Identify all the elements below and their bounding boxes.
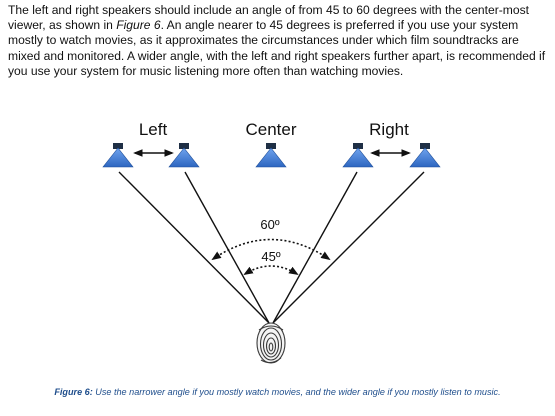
figure-reference: Figure 6 (116, 18, 161, 33)
angle-label-60: 60º (260, 217, 279, 232)
speaker-angle-diagram: Left Center Right 60º 45º (102, 120, 441, 364)
speaker-icon-right-outer (409, 143, 441, 168)
left-label: Left (139, 120, 168, 139)
angle-arc-60 (211, 238, 331, 261)
intro-text-1: The left and right speakers should inclu… (8, 3, 530, 33)
speaker-icon-left-inner (168, 143, 200, 168)
right-label: Right (369, 120, 409, 139)
angle-arc-45 (243, 265, 299, 276)
sightline-left-outer (118, 171, 270, 324)
intro-paragraph: The left and right speakers should inclu… (8, 3, 548, 79)
speaker-icon-right-inner (342, 143, 374, 168)
sightline-right-outer (272, 171, 425, 324)
speaker-icon-center (255, 143, 287, 168)
caption-label: Figure 6: (54, 387, 93, 397)
caption-text: Use the narrower angle if you mostly wat… (92, 387, 501, 397)
sightline-right-inner (272, 171, 358, 324)
speaker-icon-left-outer (102, 143, 134, 168)
figure-caption: Figure 6: Use the narrower angle if you … (0, 386, 555, 398)
listener-fingerprint-icon (256, 322, 286, 364)
angle-label-45: 45º (261, 249, 280, 264)
sightline-left-inner (184, 171, 270, 324)
center-label: Center (245, 120, 296, 139)
intro-text-2: . An angle nearer to 45 degrees is prefe… (8, 18, 546, 78)
